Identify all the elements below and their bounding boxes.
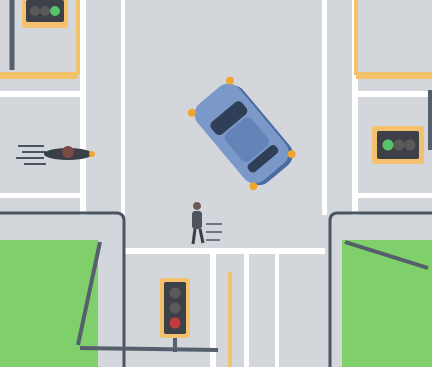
lane-line bbox=[0, 193, 80, 198]
signal-amber-lamp bbox=[170, 303, 181, 314]
signal-red-lamp bbox=[30, 6, 40, 16]
signal-arm bbox=[80, 348, 218, 350]
lane-line bbox=[322, 0, 327, 215]
lane-line bbox=[121, 0, 125, 215]
signal-red-lamp bbox=[405, 140, 416, 151]
rider-helmet bbox=[62, 146, 74, 158]
lane-line bbox=[275, 254, 279, 367]
signal-green-lamp bbox=[50, 6, 60, 16]
lane-line bbox=[80, 0, 86, 215]
edge-stripe bbox=[0, 72, 78, 79]
lane-line bbox=[0, 91, 80, 97]
signal-green-lamp bbox=[383, 140, 394, 151]
lane-line bbox=[358, 91, 432, 97]
edge-stripe bbox=[354, 0, 358, 75]
edge-stripe bbox=[356, 72, 432, 79]
edge-stripe bbox=[228, 272, 232, 367]
stop-line bbox=[125, 248, 325, 254]
signal-amber-lamp bbox=[40, 6, 50, 16]
lane-line bbox=[244, 254, 249, 367]
pedestrian-leg bbox=[193, 229, 195, 244]
headlight bbox=[89, 151, 95, 157]
grass-area bbox=[342, 240, 432, 367]
pedestrian-body bbox=[192, 211, 202, 229]
edge-stripe bbox=[76, 0, 80, 75]
signal-red-lamp bbox=[170, 318, 181, 329]
lane-line bbox=[358, 193, 432, 198]
signal-green-lamp bbox=[170, 288, 181, 299]
signal-amber-lamp bbox=[394, 140, 405, 151]
pedestrian-head bbox=[193, 202, 201, 210]
